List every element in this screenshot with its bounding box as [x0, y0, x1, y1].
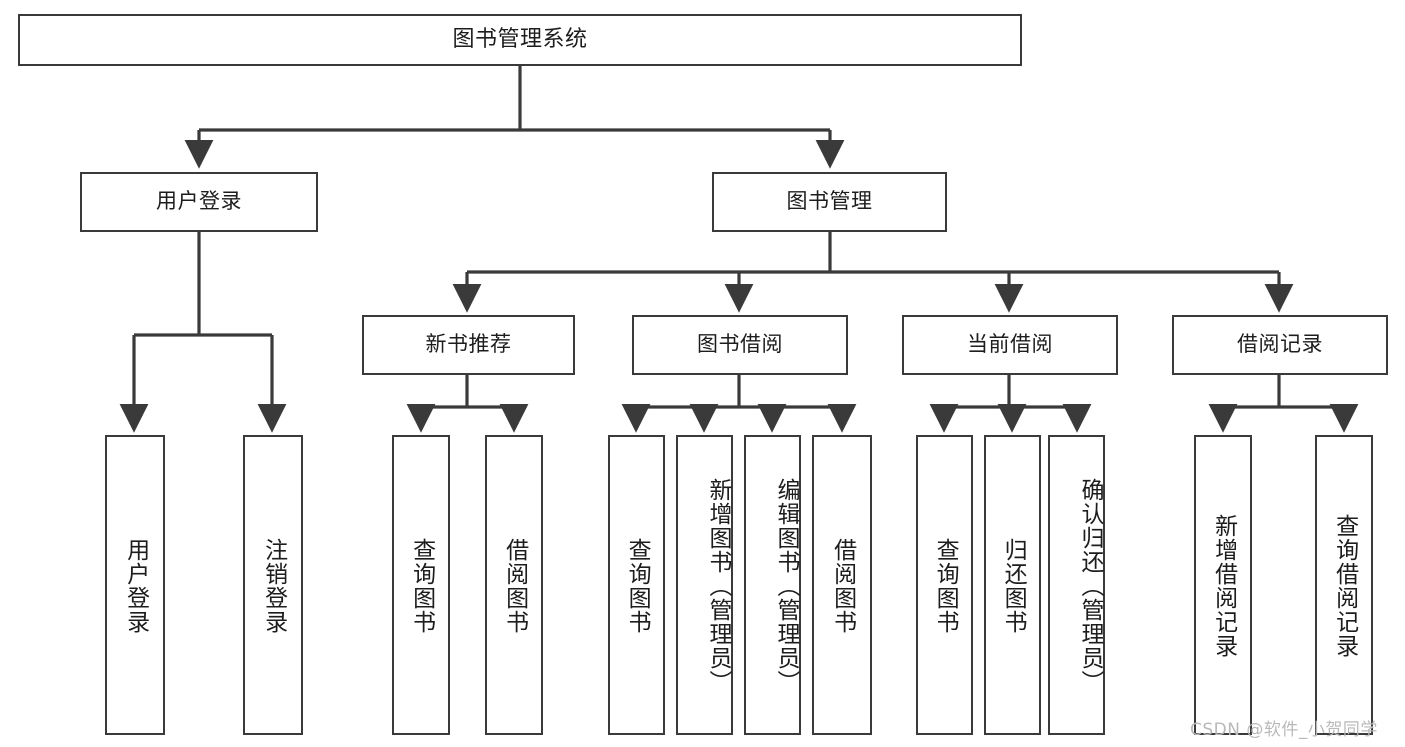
- node-book-management[interactable]: 图书管理: [712, 172, 947, 232]
- node-new-book-recommend-label: 新书推荐: [425, 332, 512, 357]
- node-new-book-recommend[interactable]: 新书推荐: [362, 315, 575, 375]
- node-leaf-add-book-label: 新增图书（管理员）: [705, 478, 731, 694]
- node-book-borrow-label: 图书借阅: [697, 332, 783, 357]
- node-borrow-record-label: 借阅记录: [1237, 332, 1323, 357]
- node-leaf-logout-label: 注销登录: [260, 538, 287, 634]
- node-current-borrow[interactable]: 当前借阅: [902, 315, 1118, 375]
- node-user-login-label: 用户登录: [156, 189, 242, 214]
- node-leaf-query-book-3[interactable]: 查询图书: [916, 435, 973, 735]
- node-book-management-label: 图书管理: [786, 189, 873, 214]
- node-leaf-confirm-return-label: 确认归还（管理员）: [1077, 478, 1103, 694]
- node-leaf-edit-book-label: 编辑图书（管理员）: [773, 478, 799, 694]
- node-leaf-query-book-2-label: 查询图书: [624, 538, 651, 634]
- node-root-label: 图书管理系统: [452, 26, 588, 52]
- node-leaf-borrow-book-2-label: 借阅图书: [829, 538, 856, 634]
- node-leaf-query-book-1-label: 查询图书: [408, 538, 435, 634]
- node-leaf-add-record-label: 新增借阅记录: [1210, 514, 1237, 658]
- node-leaf-query-book-1[interactable]: 查询图书: [392, 435, 450, 735]
- node-leaf-add-book[interactable]: 新增图书（管理员）: [676, 435, 733, 735]
- node-leaf-borrow-book-2[interactable]: 借阅图书: [812, 435, 872, 735]
- node-leaf-borrow-book-1-label: 借阅图书: [501, 538, 528, 634]
- node-leaf-query-book-3-label: 查询图书: [932, 538, 959, 634]
- node-leaf-query-record-label: 查询借阅记录: [1331, 514, 1358, 658]
- csdn-watermark: CSDN @软件_小贺同学: [1190, 720, 1378, 740]
- node-book-borrow[interactable]: 图书借阅: [632, 315, 848, 375]
- node-leaf-confirm-return[interactable]: 确认归还（管理员）: [1048, 435, 1105, 735]
- node-leaf-user-login-label: 用户登录: [122, 538, 149, 634]
- node-borrow-record[interactable]: 借阅记录: [1172, 315, 1388, 375]
- node-leaf-return-book-label: 归还图书: [1000, 538, 1027, 634]
- node-leaf-borrow-book-1[interactable]: 借阅图书: [485, 435, 543, 735]
- node-current-borrow-label: 当前借阅: [967, 332, 1053, 357]
- node-leaf-user-login[interactable]: 用户登录: [105, 435, 165, 735]
- node-root[interactable]: 图书管理系统: [18, 14, 1022, 66]
- node-leaf-return-book[interactable]: 归还图书: [984, 435, 1041, 735]
- node-leaf-edit-book[interactable]: 编辑图书（管理员）: [744, 435, 801, 735]
- node-user-login[interactable]: 用户登录: [80, 172, 318, 232]
- node-leaf-query-book-2[interactable]: 查询图书: [608, 435, 665, 735]
- node-leaf-logout[interactable]: 注销登录: [243, 435, 303, 735]
- node-leaf-add-record[interactable]: 新增借阅记录: [1194, 435, 1252, 735]
- node-leaf-query-record[interactable]: 查询借阅记录: [1315, 435, 1373, 735]
